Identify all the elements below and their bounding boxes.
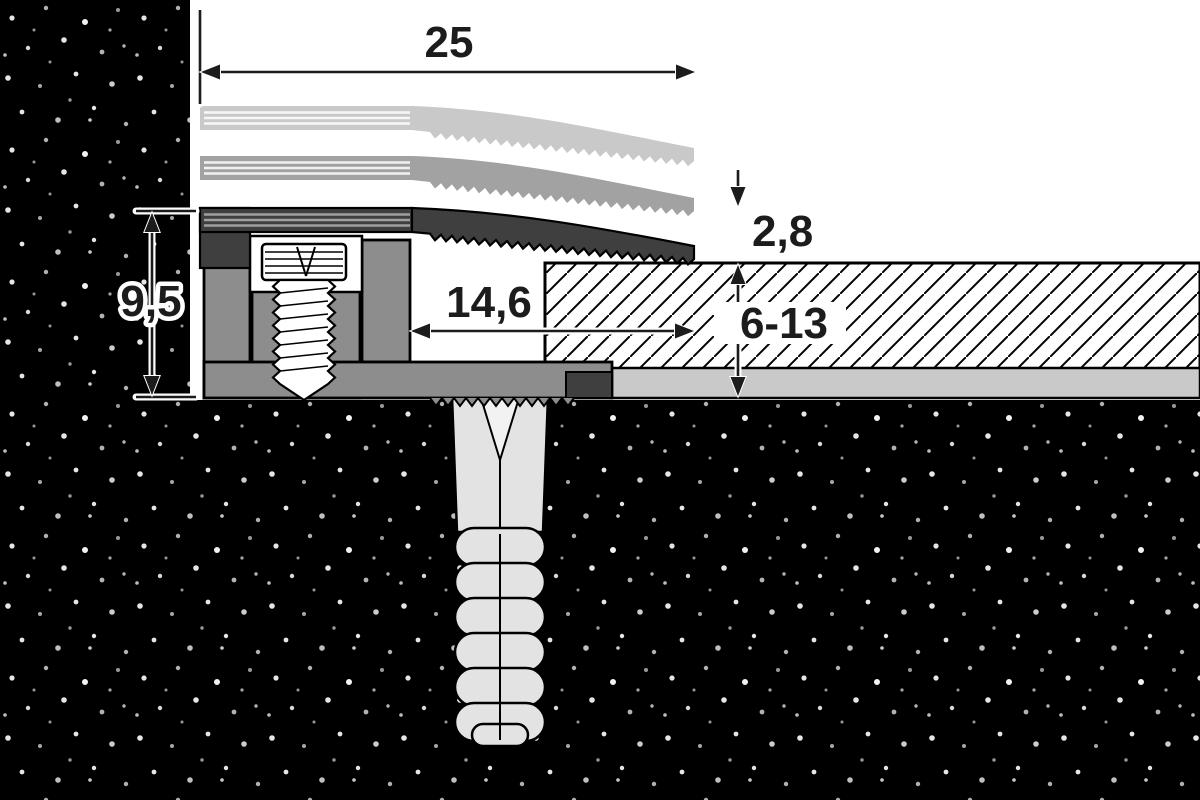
top-profile-active xyxy=(198,206,696,270)
dim-arrowhead xyxy=(198,63,221,81)
screw-thread xyxy=(279,326,329,333)
dim-arrowhead xyxy=(729,186,747,209)
screw-thread xyxy=(279,313,329,320)
dimension-inner-width xyxy=(408,322,697,340)
profile-serrated-blade xyxy=(412,106,694,167)
dim-arrowhead xyxy=(674,322,697,340)
dimension-label-top-width: 25 xyxy=(425,18,474,67)
dimension-top-width xyxy=(196,6,698,108)
wall-plug xyxy=(450,394,550,748)
profile-serrated-blade xyxy=(412,156,694,217)
dimension-label-edge-thickness: 2,8 xyxy=(752,207,813,256)
screw-thread xyxy=(279,365,329,372)
dim-arrowhead xyxy=(729,376,747,399)
base-grip-teeth xyxy=(429,396,575,408)
dim-arrowhead xyxy=(408,322,431,340)
floor-covering-hatch xyxy=(543,261,1200,371)
screw-drive-slot xyxy=(305,246,316,277)
dim-arrowhead xyxy=(729,262,747,285)
dimension-label-inner-width: 14,6 xyxy=(446,278,532,327)
top-profile-position-mid xyxy=(200,156,694,217)
top-profile-position-high xyxy=(200,106,694,167)
dim-arrowhead xyxy=(675,63,698,81)
base-profile xyxy=(202,234,614,408)
dimension-profile-height xyxy=(132,207,200,401)
dimension-covering-range xyxy=(714,262,846,399)
profile-serrated-blade xyxy=(410,206,696,267)
screw-thread xyxy=(279,300,329,307)
dimension-edge-thickness xyxy=(729,166,747,209)
base-flange xyxy=(202,360,614,400)
dimension-label-covering-range: 6-13 xyxy=(740,299,828,348)
screw-thread xyxy=(279,352,329,359)
dim-arrowhead xyxy=(143,210,161,233)
screw-thread xyxy=(279,339,329,346)
screw xyxy=(260,242,348,402)
screw-thread xyxy=(279,287,329,294)
base-right-wall xyxy=(360,238,412,364)
dim-arrowhead xyxy=(143,375,161,398)
screw-head xyxy=(260,242,348,282)
base-flange-step xyxy=(565,371,613,399)
screw-drive-slot xyxy=(296,246,307,277)
label-backing xyxy=(714,302,846,344)
underlay-strip xyxy=(608,366,1200,400)
dimension-labels: 25 9,5 2,8 14,6 6-13 xyxy=(116,14,833,353)
dimension-label-profile-height: 9,5 xyxy=(120,277,181,326)
